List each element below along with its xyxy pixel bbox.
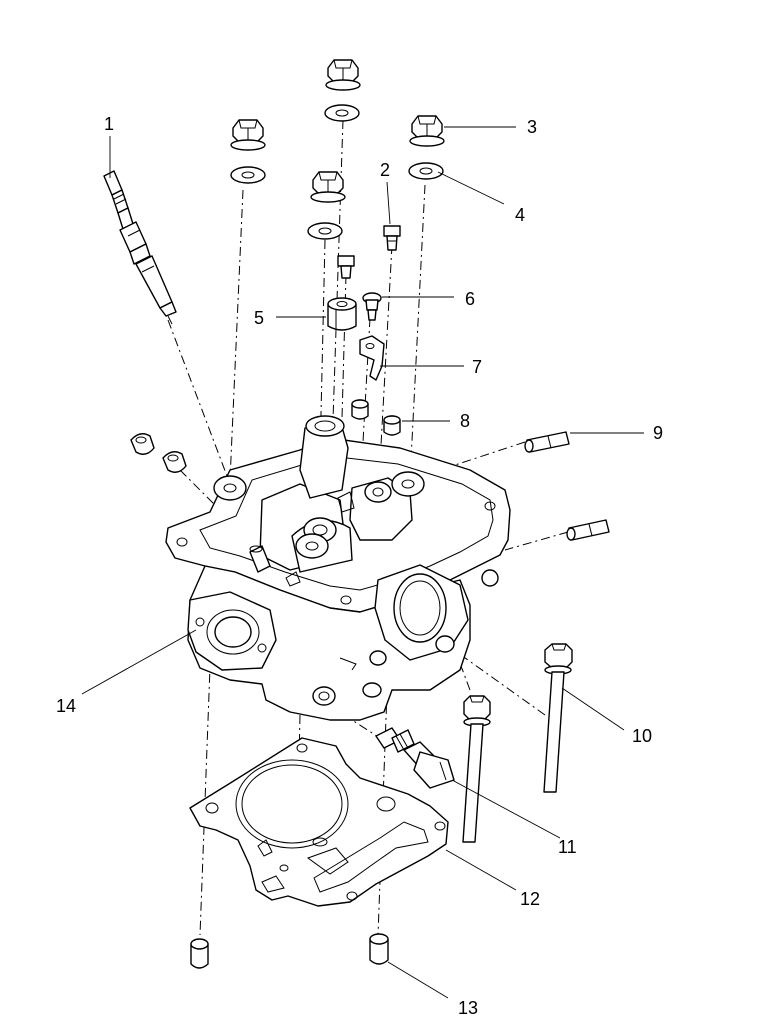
- callout-7: 7: [472, 357, 482, 377]
- callout-1: 1: [104, 114, 114, 134]
- spark-plug: [103, 170, 177, 325]
- screw-6: [362, 292, 382, 321]
- callout-2: 2: [380, 160, 390, 180]
- callout-14: 14: [56, 696, 76, 716]
- flange-nut-left: [230, 119, 266, 151]
- long-bolt: [462, 695, 491, 843]
- callout-9: 9: [653, 423, 663, 443]
- sleeve-5: [327, 297, 357, 331]
- callout-10: 10: [632, 726, 652, 746]
- callout-12: 12: [520, 889, 540, 909]
- plug-8: [383, 415, 401, 436]
- callout-11: 11: [558, 837, 577, 857]
- washer-4: [408, 162, 444, 180]
- callout-4: 4: [515, 205, 525, 225]
- long-bolt-10: [543, 643, 573, 793]
- bracket-7: [359, 335, 385, 381]
- flange-nut-top: [325, 59, 361, 91]
- callout-5: 5: [254, 308, 264, 328]
- callout-13: 13: [458, 998, 478, 1018]
- callout-6: 6: [465, 289, 475, 309]
- washer-left: [230, 166, 266, 184]
- callout-labels: 1 2 3 4 5 6 7 8 9 10 11 12 13 14: [56, 114, 663, 1018]
- screw-small: [337, 255, 355, 279]
- leader-lines: [81, 126, 644, 999]
- washer-mid: [307, 222, 343, 240]
- cylinder-head: [165, 415, 511, 721]
- callout-3: 3: [527, 117, 537, 137]
- screw-2: [383, 225, 401, 251]
- washer-top: [324, 104, 360, 122]
- head-gasket-12: [189, 737, 449, 907]
- flange-nut-mid: [310, 171, 346, 203]
- plug-upper-left: [130, 433, 187, 473]
- dowel-pin-9: [524, 431, 570, 453]
- plug-left: [351, 399, 369, 420]
- flange-nut-3: [409, 115, 445, 147]
- callout-8: 8: [460, 411, 470, 431]
- temperature-sensor-11: [375, 727, 455, 789]
- dowel-bushing-left: [190, 938, 209, 969]
- dowel-pin-right: [566, 519, 610, 541]
- dowel-bushing-13: [369, 933, 389, 965]
